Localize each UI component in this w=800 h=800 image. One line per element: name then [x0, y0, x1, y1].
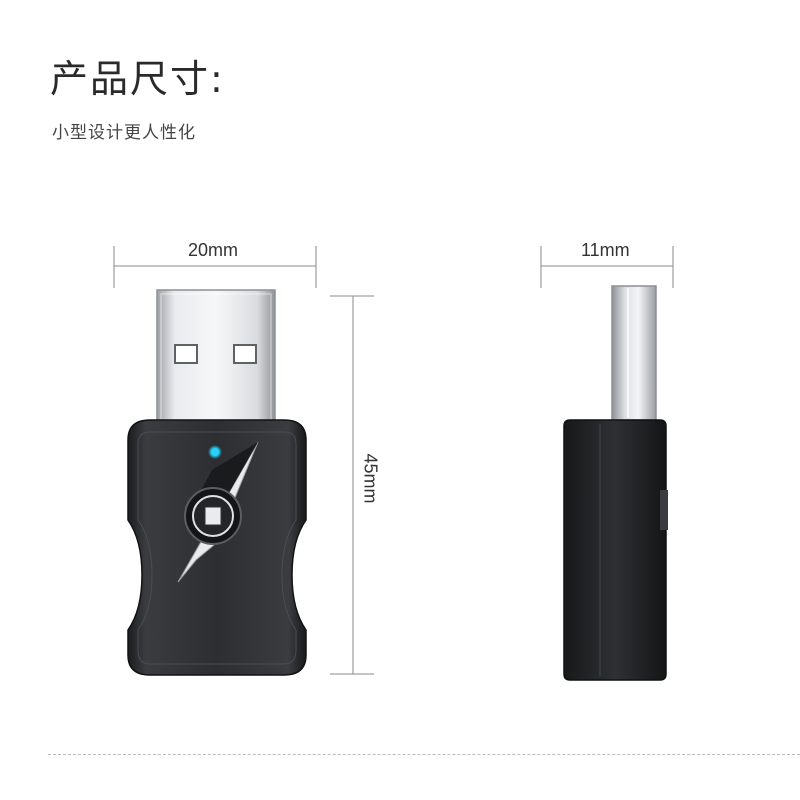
side-width-dimension: [540, 246, 674, 288]
front-width-label: 20mm: [188, 240, 239, 260]
height-label: 45mm: [360, 453, 381, 504]
page-title: 产品尺寸:: [50, 57, 225, 101]
height-dimension: [330, 295, 374, 675]
usb-adapter-side-view: [563, 285, 668, 681]
page-subtitle: 小型设计更人性化: [52, 123, 196, 143]
front-width-dimension: [113, 246, 317, 288]
usb-adapter-front-view: [127, 289, 307, 676]
bottom-divider: [48, 754, 800, 755]
side-width-label: 11mm: [581, 240, 630, 260]
